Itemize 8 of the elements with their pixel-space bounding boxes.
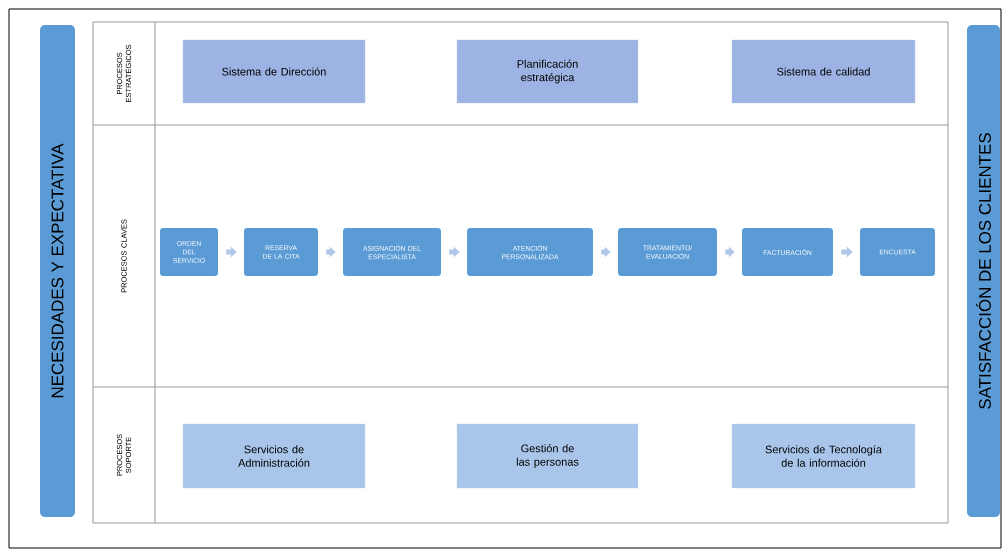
process-box: Gestión de las personas xyxy=(456,423,639,489)
process-box: Servicios de Tecnología de la información xyxy=(731,423,916,489)
side-banner: NECESIDADES Y EXPECTATIVA xyxy=(40,25,75,517)
side-banner: SATISFACCIÓN DE LOS CLIENTES xyxy=(967,25,1000,517)
process-box: Sistema de calidad xyxy=(731,39,916,104)
process-box: Sistema de Dirección xyxy=(182,39,366,104)
process-box: Planificación estratégica xyxy=(456,39,639,104)
process-box: Servicios de Administración xyxy=(182,423,366,489)
